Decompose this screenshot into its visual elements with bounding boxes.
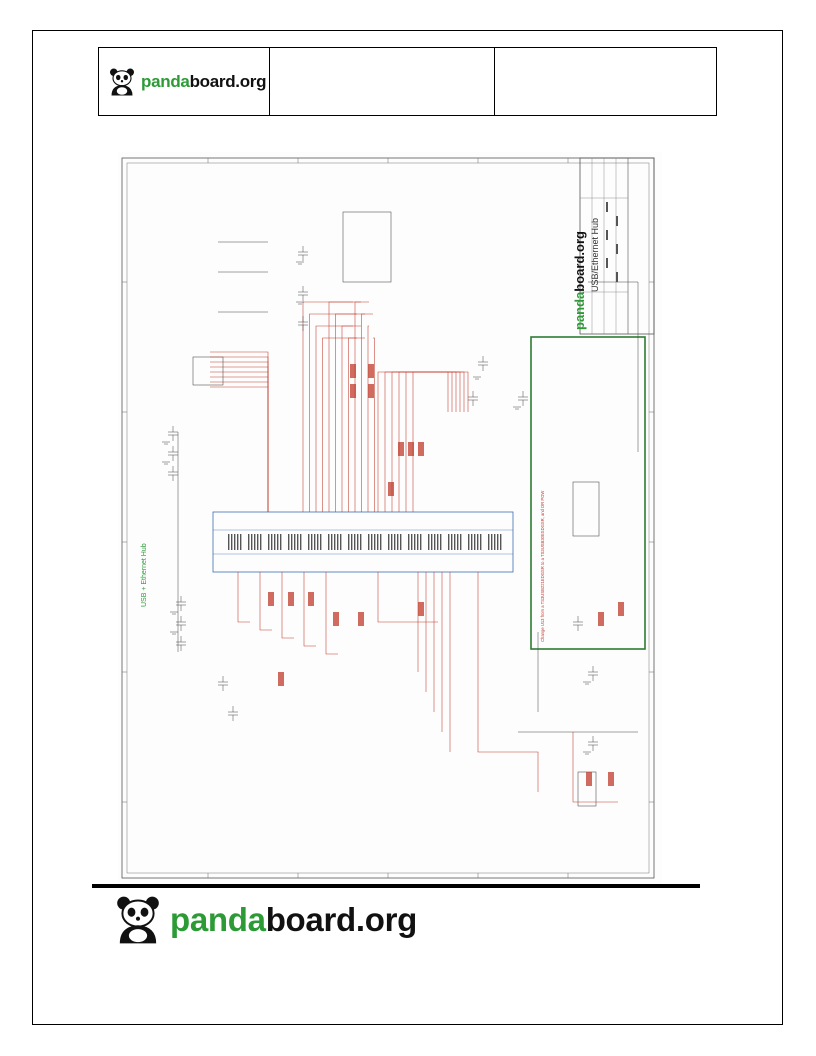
header-right-cell	[495, 48, 716, 115]
usb-hub-ic	[212, 511, 514, 573]
header-logo-text: pandaboard.org	[141, 71, 267, 91]
panda-icon	[110, 68, 134, 95]
header-table: pandaboard.org	[98, 47, 717, 116]
page-border	[32, 30, 783, 1025]
usb-connector-block	[342, 211, 392, 283]
note-text: Change U13 from a TS3USB221EDGSR to a TS…	[540, 491, 545, 642]
footer-rule	[92, 884, 700, 888]
mux-switch-block	[192, 356, 224, 386]
schematic-title: USB/Ethernet Hub	[590, 218, 600, 292]
header-middle-cell	[270, 48, 495, 115]
panda-icon	[117, 896, 159, 944]
header-logo: pandaboard.org	[99, 48, 270, 115]
note-box: Change U13 from a TS3USB221EDGSR to a TS…	[530, 336, 646, 650]
schematic-sheet: USB + Ethernet Hub pandaboard.org USB/Et…	[118, 152, 662, 885]
ts3usb-switch-block	[572, 481, 600, 537]
footer-logo: pandaboard.org	[112, 893, 417, 947]
title-block-logo: pandaboard.org	[572, 231, 587, 330]
footer-logo-text: pandaboard.org	[170, 901, 417, 938]
schematic-left-label: USB + Ethernet Hub	[141, 543, 148, 607]
title-block: pandaboard.org	[572, 157, 655, 335]
